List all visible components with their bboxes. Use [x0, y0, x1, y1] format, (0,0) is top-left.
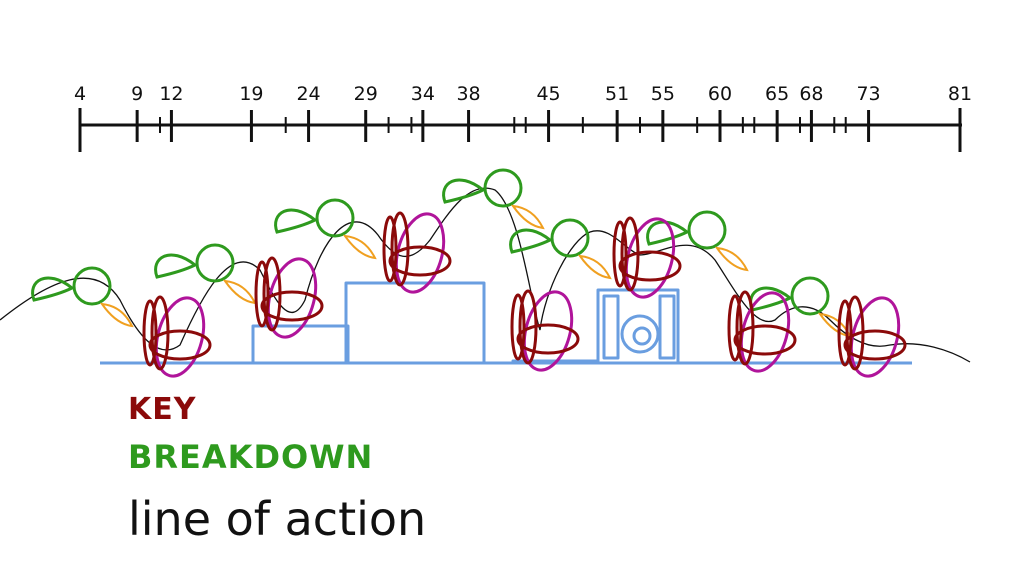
timeline-frame-label: 38 — [456, 83, 480, 105]
key-pose-character — [612, 216, 682, 299]
body-stroke — [254, 260, 270, 328]
key-pose-character — [837, 295, 907, 378]
key-pose-character — [142, 295, 212, 378]
barrel-swirl-inner — [632, 326, 652, 346]
timeline-frame-label: 34 — [411, 83, 435, 105]
base-stroke — [843, 329, 907, 361]
petal-stroke — [522, 290, 574, 372]
inbetween-sketch — [342, 234, 377, 260]
frame-timeline: 4 9 12 19 24 29 34 38 45 51 55 60 65 68 73 81 — [74, 83, 972, 152]
key-pose-character — [254, 256, 324, 339]
leaf-stroke — [509, 228, 553, 254]
head-stroke — [483, 168, 523, 208]
inbetween-sketch — [99, 302, 134, 328]
legend-breakdown-label: BREAKDOWN — [128, 438, 374, 476]
barrel-swirl-outer — [620, 314, 660, 354]
base-stroke — [148, 329, 212, 361]
key-poses — [142, 211, 907, 378]
timeline-frame-label: 55 — [651, 83, 675, 105]
inbetween-sketch — [222, 279, 257, 305]
petal-stroke — [624, 217, 676, 299]
leaf-stroke — [442, 178, 486, 204]
base-stroke — [618, 250, 682, 282]
base-stroke — [388, 245, 452, 277]
leaf-stroke — [274, 208, 318, 234]
inbetween-sketch — [577, 254, 612, 280]
body-stroke — [727, 294, 743, 362]
breakdown-pose-character — [274, 198, 377, 260]
petal-stroke — [739, 291, 791, 373]
breakdown-pose-character — [31, 266, 134, 328]
petal-stroke — [154, 296, 206, 378]
base-stroke — [516, 323, 580, 355]
timeline-frame-label: 19 — [239, 83, 263, 105]
timeline-frame-label: 24 — [296, 83, 320, 105]
breakdown-pose-character — [154, 243, 257, 305]
key-pose-character — [382, 211, 452, 294]
head-stroke — [687, 210, 727, 250]
head-stroke — [550, 218, 590, 258]
timeline-frame-label: 81 — [948, 83, 972, 105]
key-pose-character — [510, 289, 580, 372]
body-stroke — [837, 299, 853, 367]
petal-stroke — [394, 212, 446, 294]
barrel-inner-right — [658, 294, 676, 360]
inbetween-sketch — [510, 204, 545, 230]
timeline-frame-label: 9 — [131, 83, 143, 105]
barrel-inner-left — [602, 294, 620, 360]
leaf-stroke — [154, 253, 198, 279]
head-stroke — [790, 276, 830, 316]
head-stroke — [72, 266, 112, 306]
barrel-prop — [596, 288, 680, 365]
timeline-frame-label: 73 — [856, 83, 880, 105]
leaf-stroke — [31, 276, 75, 302]
line-of-action-curve — [0, 187, 971, 363]
body-stroke — [510, 293, 526, 361]
timeline-frame-label: 29 — [354, 83, 378, 105]
base-stroke — [260, 290, 324, 322]
timeline-frame-label: 12 — [159, 83, 183, 105]
head-stroke — [195, 243, 235, 283]
timeline-frame-label: 45 — [536, 83, 560, 105]
timeline-frame-label: 68 — [799, 83, 823, 105]
legend-key-label: KEY — [128, 392, 197, 427]
scene-props — [100, 281, 912, 365]
tall-box — [344, 281, 486, 365]
timeline-frame-label: 65 — [765, 83, 789, 105]
key-pose-character — [727, 290, 797, 373]
body-stroke — [382, 215, 398, 283]
timeline-frame-label: 4 — [74, 83, 86, 105]
body-stroke — [612, 220, 628, 288]
body-stroke — [142, 299, 158, 367]
legend-line-of-action-label: line of action — [128, 492, 427, 546]
petal-stroke — [849, 296, 901, 378]
petal-stroke — [266, 257, 318, 339]
inbetween-sketch — [714, 246, 749, 272]
timeline-frame-label: 60 — [708, 83, 732, 105]
breakdown-pose-character — [509, 218, 612, 280]
timeline-frame-label: 51 — [605, 83, 629, 105]
base-stroke — [733, 324, 797, 356]
breakdown-poses — [31, 168, 852, 338]
breakdown-pose-character — [442, 168, 545, 230]
small-step-box — [251, 324, 350, 365]
head-stroke — [315, 198, 355, 238]
